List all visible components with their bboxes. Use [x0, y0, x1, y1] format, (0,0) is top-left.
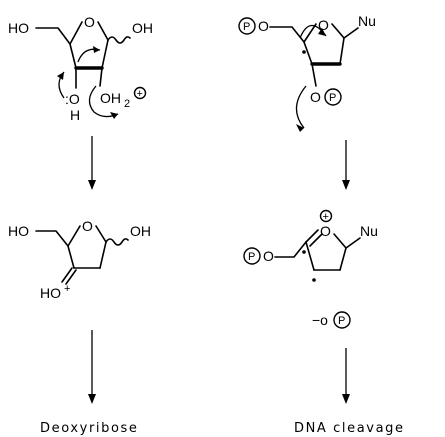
ring-bond-r3 [339, 37, 345, 65]
ring-oxygen-2: O [82, 218, 93, 234]
ring-bond-r6 [333, 233, 347, 249]
ring-bond-r7 [339, 247, 347, 271]
right-middle-structure: P O O + Nu [243, 209, 378, 282]
oh2-label: OH [100, 90, 121, 106]
ho-label-2: HO [8, 223, 29, 239]
phosphate-o-3: O [263, 248, 274, 264]
nu-label-1: Nu [358, 13, 376, 29]
cleavage-arrowhead [296, 124, 304, 132]
c2-oh2-bond [99, 67, 103, 87]
carbonyl-bond-a [61, 267, 73, 283]
nu-bond-1 [343, 27, 359, 39]
oh-label: OH [132, 20, 153, 36]
plus-charge: + [137, 88, 143, 100]
oxonium-charge-circle [319, 209, 333, 223]
ho-plus-label: HO [40, 285, 61, 301]
ring-bond-2e [67, 245, 75, 269]
ring-bond-r5 [303, 41, 313, 65]
radical-dot-3 [312, 278, 316, 282]
left-caption: Deoxyribose [40, 421, 138, 436]
ring-bond-r9 [305, 241, 315, 271]
leaving-group-arrow [88, 85, 119, 118]
c3-op-bond [311, 63, 317, 87]
ring-arrowhead [93, 46, 100, 53]
ring-bond-2a [67, 225, 81, 247]
left-top-structure: HO O OH :O H OH 2 + [8, 14, 153, 123]
homolytic-arrowhead [318, 28, 326, 36]
enol-bond-b [309, 233, 323, 247]
ring-bond-2c [99, 241, 107, 269]
ring-bond-c3-c4 [69, 43, 77, 69]
phosphate-circle-4 [333, 311, 351, 329]
wavy-bond-2 [105, 238, 129, 246]
radical-dot-1 [302, 50, 306, 54]
left-middle-structure: HO O OH HO + [8, 218, 151, 301]
carbonyl-bond-b [65, 269, 77, 285]
oh2-subscript: 2 [124, 98, 130, 110]
hydroxyl-h: H [70, 107, 80, 123]
nu-bond-2 [345, 237, 361, 249]
phosphate-p-3: P [248, 251, 255, 263]
wavy-bond [107, 36, 131, 44]
oxonium-charge: + [323, 211, 329, 223]
lone-pair-oxygen: :O [65, 91, 80, 107]
left-reaction-arrowhead-1 [88, 180, 96, 190]
phosphate-circle-2 [324, 88, 342, 106]
right-caption: DNA cleavage [294, 421, 405, 436]
ring-oxygen-r: O [318, 17, 329, 33]
ring-bond-r2 [331, 23, 345, 39]
charge-circle [133, 86, 147, 100]
phosphate-p-1: P [243, 21, 250, 33]
phosphate-circle-3 [243, 247, 261, 265]
ring-bond-r1 [303, 23, 317, 43]
ring-bond-c1-c2 [101, 39, 109, 69]
right-reaction-arrowhead-1 [342, 180, 350, 190]
ring-bond-2b [95, 225, 107, 243]
c5-bond [35, 27, 71, 45]
c5-bond-2 [35, 230, 69, 247]
phosphate-o-2: O [310, 89, 321, 105]
left-reaction-arrowhead-2 [88, 394, 96, 404]
right-top-structure: P O O Nu O P [238, 13, 376, 132]
ho-plus-charge: + [64, 283, 70, 295]
radical-dot-2 [302, 250, 306, 254]
enol-bond-a [305, 229, 319, 243]
phosphate-o-1: O [258, 18, 269, 34]
c5-bond-r2 [274, 241, 307, 258]
cleavage-arrow [295, 85, 307, 129]
right-reaction-arrowhead-2 [342, 394, 350, 404]
phosphate-circle-1 [238, 17, 256, 35]
leaving-group-arrowhead [110, 112, 118, 119]
phosphate-p-4: P [338, 315, 345, 327]
leaving-phosphate: −o P [312, 311, 351, 329]
phosphate-p-2: P [329, 92, 336, 104]
lone-pair-arrowhead [57, 72, 64, 80]
nu-label-2: Nu [360, 223, 378, 239]
ho-label: HO [8, 20, 29, 36]
ring-oxygen: O [84, 14, 95, 30]
minus-o-label: −o [312, 312, 328, 328]
ring-oxygen-r2: O [320, 223, 331, 239]
c5-bond-r [269, 26, 305, 43]
ring-bond-c4-o [69, 21, 83, 45]
oh-label-2: OH [130, 223, 151, 239]
ring-bond-o-c1 [97, 21, 109, 41]
